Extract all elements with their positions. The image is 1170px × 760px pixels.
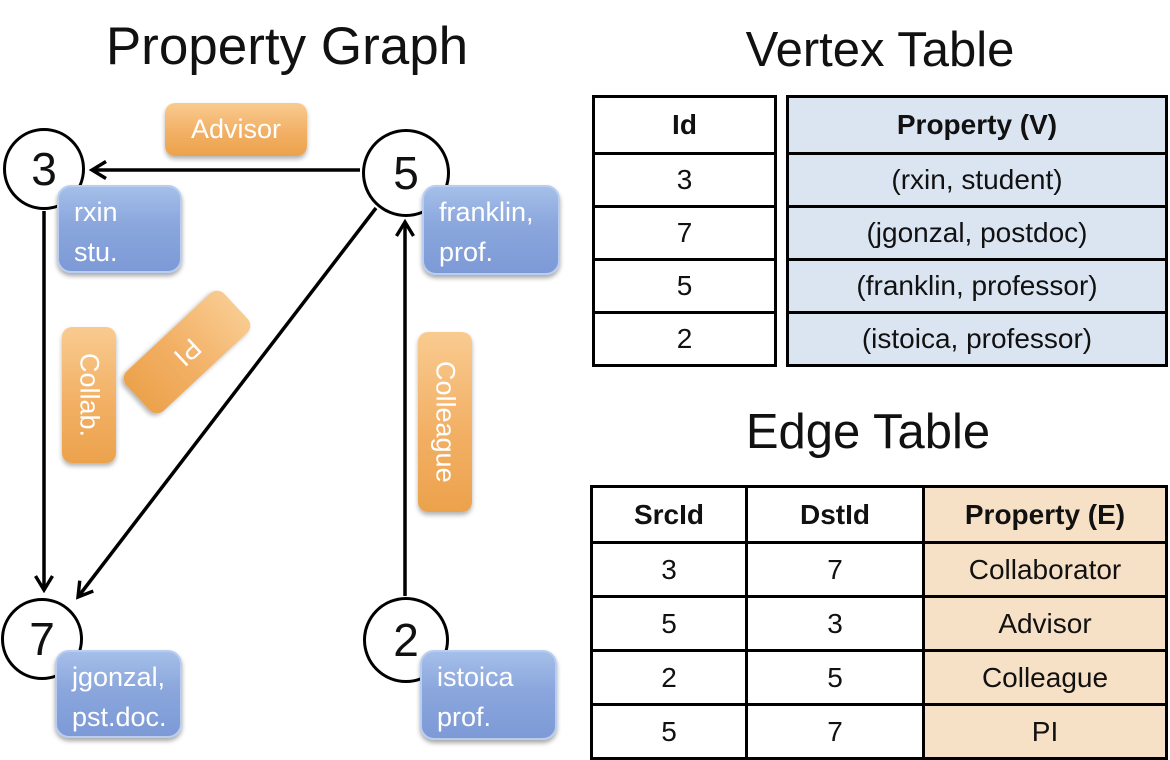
edge-property-table: Property (E) Collaborator Advisor Collea… xyxy=(922,485,1168,760)
edge-property-cell: Colleague xyxy=(922,649,1168,706)
edge-srcid-cell: 5 xyxy=(590,595,748,652)
vertex-property-box-7: jgonzal, pst.doc. xyxy=(55,650,182,738)
vertex-table-title: Vertex Table xyxy=(745,23,1015,77)
edge-srcid-cell: 5 xyxy=(590,703,748,760)
edge-label-colleague: Colleague xyxy=(418,332,472,512)
vertex-id-cell: 7 xyxy=(592,205,777,261)
vertex-property-line: prof. xyxy=(437,702,492,732)
vertex-property-box-5: franklin, prof. xyxy=(422,185,560,275)
edge-srcid-cell: 2 xyxy=(590,649,748,706)
edge-dstid-cell: 3 xyxy=(745,595,925,652)
edge-dstid-cell: 5 xyxy=(745,649,925,706)
edge-property-cell: Advisor xyxy=(922,595,1168,652)
edge-property-header: Property (E) xyxy=(922,485,1168,544)
vertex-id-cell: 5 xyxy=(592,258,777,314)
graph-node-5: 5 xyxy=(362,129,450,217)
edge-dstid-header: DstId xyxy=(745,485,925,544)
vertex-property-cell: (franklin, professor) xyxy=(786,258,1168,314)
vertex-property-line: istoica xyxy=(437,662,514,692)
edge-property-cell: PI xyxy=(922,703,1168,760)
vertex-id-header: Id xyxy=(592,95,777,155)
edge-label-collab: Collab. xyxy=(62,327,116,463)
vertex-property-cell: (rxin, student) xyxy=(786,152,1168,208)
edge-label-pi: PI xyxy=(119,286,255,418)
vertex-property-line: prof. xyxy=(439,237,494,267)
edge-label-advisor: Advisor xyxy=(165,103,307,156)
vertex-id-cell: 3 xyxy=(592,152,777,208)
edge-src-dst-table: SrcId DstId 3 7 5 3 2 5 5 7 xyxy=(590,485,925,760)
edge-table-title: Edge Table xyxy=(745,405,991,459)
vertex-property-header: Property (V) xyxy=(786,95,1168,155)
edge-dstid-cell: 7 xyxy=(745,703,925,760)
property-graph-title: Property Graph xyxy=(105,17,469,76)
edge-dstid-cell: 7 xyxy=(745,541,925,598)
vertex-property-line: franklin, xyxy=(439,197,534,227)
vertex-property-cell: (jgonzal, postdoc) xyxy=(786,205,1168,261)
vertex-property-line: jgonzal, xyxy=(72,662,166,692)
vertex-property-box-2: istoica prof. xyxy=(420,650,557,740)
graph-node-3: 3 xyxy=(3,128,85,210)
edge-srcid-cell: 3 xyxy=(590,541,748,598)
vertex-property-line: rxin xyxy=(74,197,118,227)
vertex-property-line: stu. xyxy=(74,237,118,267)
edge-property-cell: Collaborator xyxy=(922,541,1168,598)
vertex-property-table: Property (V) (rxin, student) (jgonzal, p… xyxy=(786,95,1168,367)
vertex-property-cell: (istoica, professor) xyxy=(786,311,1168,367)
vertex-property-line: pst.doc. xyxy=(72,702,167,732)
edge-srcid-header: SrcId xyxy=(590,485,748,544)
vertex-id-cell: 2 xyxy=(592,311,777,367)
vertex-id-table: Id 3 7 5 2 xyxy=(592,95,777,367)
vertex-property-box-3: rxin stu. xyxy=(57,185,182,273)
